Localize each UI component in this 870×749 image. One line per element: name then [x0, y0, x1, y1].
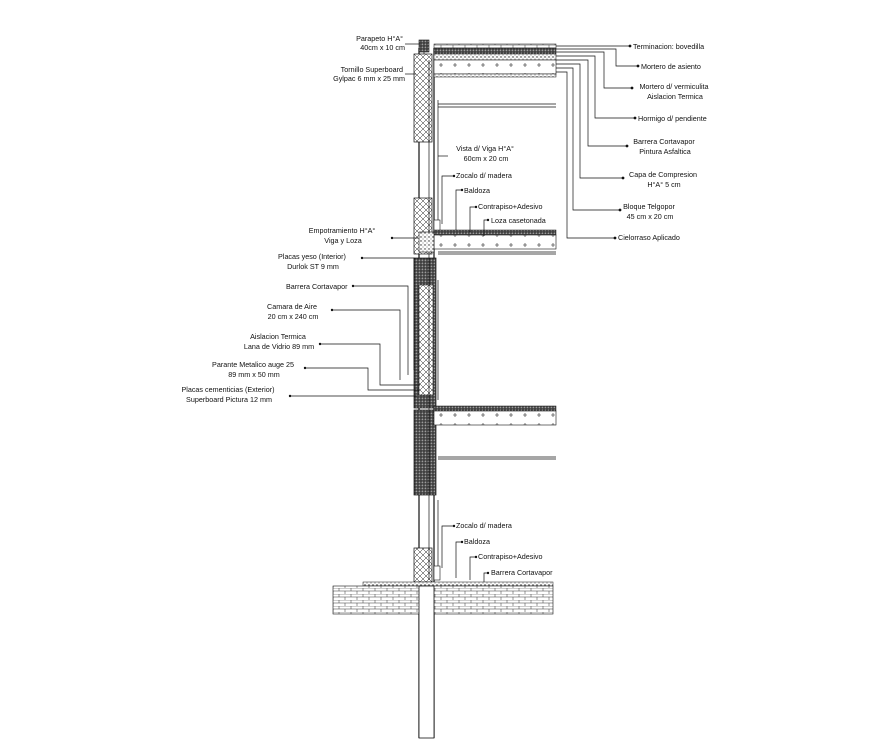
label-parante: Parante Metalico auge 25 89 mm x 50 mm — [212, 360, 296, 379]
label-parapeto: Parapeto H°A° 40cm x 10 cm — [356, 34, 405, 52]
label-vista-viga: Vista d/ Viga H°A° 60cm x 20 cm — [456, 144, 516, 163]
leader-lines — [290, 43, 638, 582]
ground-floor — [332, 581, 554, 739]
label-capa-compresion: Capa de Compresion H°A° 5 cm — [629, 170, 699, 189]
label-loza: Loza casetonada — [491, 216, 546, 225]
leader-arrow-dots — [288, 44, 640, 575]
label-barrera-1: Barrera Cortavapor — [286, 282, 348, 291]
slab-level-2 — [433, 405, 557, 460]
roof-assembly — [433, 43, 557, 108]
label-contrapiso-2: Contrapiso+Adesivo — [478, 552, 543, 561]
label-mortero-asiento: Mortero de asiento — [641, 62, 701, 71]
label-contrapiso-1: Contrapiso+Adesivo — [478, 202, 543, 211]
label-placas-cementicias: Placas cementicias (Exterior) Superboard… — [181, 385, 276, 404]
label-mortero-vermiculita: Mortero d/ vermiculita Aislacion Termica — [639, 82, 710, 101]
label-hormigo-pendiente: Hormigo d/ pendiente — [638, 114, 707, 123]
label-baldoza-1: Baldoza — [464, 186, 490, 195]
label-terminacion: Terminacion: bovedilla — [633, 42, 704, 51]
label-placas-yeso: Placas yeso (Interior) Durlok ST 9 mm — [278, 252, 348, 271]
label-empotramiento: Empotramiento H°A° Viga y Loza — [309, 226, 377, 245]
label-tornillo: Tornillo Superboard Gylpac 6 mm x 25 mm — [333, 65, 405, 83]
label-zocalo-1: Zocalo d/ madera — [456, 171, 512, 180]
label-zocalo-2: Zocalo d/ madera — [456, 521, 512, 530]
slab-level-1 — [418, 229, 557, 255]
label-camara-aire: Camara de Aire 20 cm x 240 cm — [267, 302, 319, 321]
label-cielorraso: Cielorraso Aplicado — [618, 233, 680, 242]
label-barrera-2: Barrera Cortavapor — [491, 568, 553, 577]
label-bloque-telgopor: Bloque Telgopor 45 cm x 20 cm — [623, 202, 677, 221]
label-baldoza-2: Baldoza — [464, 537, 490, 546]
label-barrera-pintura: Barrera Cortavapor Pintura Asfaltica — [633, 137, 697, 156]
label-aislacion-lana: Aislacion Termica Lana de Vidrio 89 mm — [244, 332, 314, 351]
labels: Parapeto H°A° 40cm x 10 cm Tornillo Supe… — [181, 34, 710, 577]
